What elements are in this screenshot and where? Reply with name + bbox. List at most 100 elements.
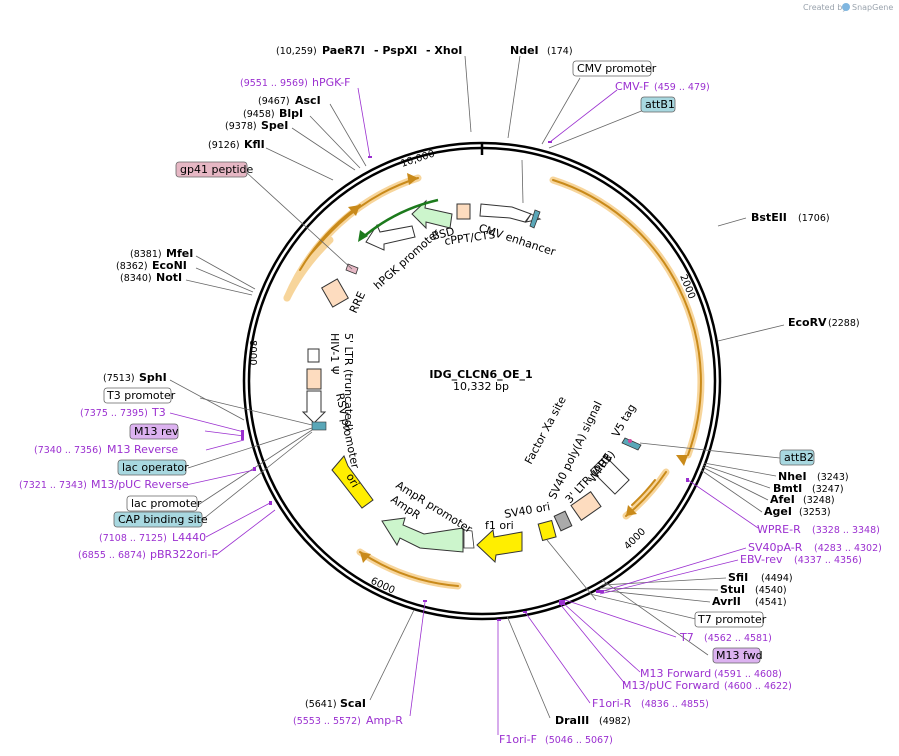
sv40par-name: SV40pA-R	[748, 541, 803, 554]
attb1-site	[529, 209, 541, 229]
wpre-block	[590, 455, 630, 495]
ebvrev-pos: (4337 .. 4356)	[794, 555, 862, 566]
leader-m13forward	[561, 601, 641, 673]
orf-arrow-3-icon	[626, 505, 637, 516]
leader-scai	[369, 609, 415, 701]
cmvf-name: CMV-F	[615, 80, 649, 93]
f1orir-name: F1ori-R	[592, 697, 632, 710]
leader-gp41	[245, 171, 353, 270]
kfli-name: KflI	[244, 138, 265, 151]
hiv-psi-block	[307, 348, 320, 363]
pspxi-name: - PspXI	[374, 44, 417, 57]
blpi-pos: (9458)	[243, 109, 275, 120]
leader-pbr322	[215, 509, 276, 556]
leader-mfei	[195, 255, 256, 290]
leader-cmv-enhancer	[521, 159, 524, 204]
snapgene-logo-icon	[842, 3, 850, 11]
cmv-promoter-box	[572, 60, 652, 77]
credit: Created by SnapGene	[803, 3, 893, 12]
f1-ori-label: f1 ori	[485, 519, 514, 532]
bsteii-pos: (1706)	[798, 213, 830, 224]
v5-tag-label: V5 tag	[609, 402, 638, 440]
sphi-pos: (7513)	[103, 373, 135, 384]
leader-agei	[700, 469, 763, 513]
m13pucrev-name: M13/pUC Reverse	[91, 478, 189, 491]
leader-t7	[564, 599, 677, 638]
asci-name: AscI	[295, 94, 321, 107]
stui-pos: (4540)	[755, 585, 787, 596]
leader-blpi	[309, 115, 361, 169]
pbr322-pos: (6855 .. 6874)	[78, 550, 146, 561]
leader-xhoi	[464, 55, 472, 133]
mark-hpgkf	[368, 156, 372, 158]
m13rev-site	[311, 421, 327, 431]
leader-wprer	[687, 479, 759, 529]
rsv-label: RSV promoter	[333, 392, 362, 470]
rre-block	[321, 278, 349, 308]
lac-operator-box-label: lac operator	[122, 461, 189, 474]
leader-sfii	[601, 577, 727, 586]
t3-pos: (7375 .. 7395)	[80, 408, 148, 419]
leader-ebvrev	[599, 559, 739, 595]
attb2-box	[779, 449, 815, 466]
leader-cap-site	[201, 431, 313, 521]
mark-ampr	[423, 600, 427, 602]
boxed-labels: CMV promoter attB1 gp41 peptide T3 promo…	[103, 60, 815, 664]
ndei-pos: (174)	[547, 46, 573, 57]
asci-pos: (9467)	[258, 96, 290, 107]
t3-promoter-box	[103, 387, 172, 404]
f1-ori-arrow	[476, 528, 523, 564]
primer-leader-lines	[169, 87, 759, 735]
cap-site-box	[113, 511, 203, 528]
afei-name: AfeI	[770, 493, 795, 506]
m13pucrev-pos: (7321 .. 7343)	[19, 480, 87, 491]
f1orif-name: F1ori-F	[499, 733, 537, 746]
sfii-pos: (4494)	[761, 573, 793, 584]
ampr-promoter-block	[463, 529, 475, 549]
cmv-promoter-box-label: CMV promoter	[577, 62, 657, 75]
hpgkf-pos: (9551 .. 9569)	[240, 78, 308, 89]
leader-m13pucrev	[185, 469, 255, 486]
draiii-name: DraIII	[555, 714, 589, 727]
lac-operator-box	[117, 459, 187, 476]
spei-name: SpeI	[261, 119, 288, 132]
gp41-box-label: gp41 peptide	[180, 163, 254, 176]
t7-promoter-box-label: T7 promoter	[697, 613, 767, 626]
leader-t3	[169, 412, 245, 433]
m13pucfwd-name: M13/pUC Forward	[622, 679, 720, 692]
mark-m13puc	[253, 467, 256, 471]
scai-pos: (5641)	[305, 699, 337, 710]
stui-name: StuI	[720, 583, 745, 596]
t7-name: T7	[679, 631, 694, 644]
leader-m13pucfwd	[559, 603, 627, 686]
ltr3-block	[570, 491, 602, 521]
factor-xa-label: Factor Xa site	[522, 394, 569, 466]
avrii-name: AvrII	[712, 595, 741, 608]
bmti-pos: (3247)	[812, 484, 844, 495]
enzyme-leader-lines	[169, 55, 785, 719]
sfii-name: SfiI	[728, 571, 748, 584]
noti-pos: (8340)	[120, 273, 152, 284]
hpgkf-name: hPGK-F	[312, 76, 350, 89]
cmvf-pos: (459 .. 479)	[654, 82, 710, 93]
leader-m13reverse	[205, 439, 245, 451]
noti-name: NotI	[156, 271, 182, 284]
wprer-name: WPRE-R	[757, 523, 801, 536]
gp41-box	[175, 161, 248, 178]
leader-noti	[185, 279, 253, 296]
xhoi-name: - XhoI	[426, 44, 462, 57]
ori-arrow	[331, 455, 374, 509]
leader-afei	[701, 466, 769, 501]
cppt-block	[456, 203, 471, 220]
ampr-primer-name: Amp-R	[366, 714, 403, 727]
bsd-orf-arrow-icon	[358, 230, 368, 242]
mfei-pos: (8381)	[130, 249, 162, 260]
plasmid-name: IDG_CLCN6_OE_1	[429, 368, 532, 381]
attb1-box-label: attB1	[645, 98, 675, 111]
leader-draiii	[506, 615, 551, 719]
paer7i-name: PaeR7I	[322, 44, 365, 57]
leader-attb1	[548, 107, 650, 149]
mark-f1orif	[497, 619, 501, 621]
leader-spei	[291, 127, 356, 171]
t7-pos: (4562 .. 4581)	[704, 633, 772, 644]
